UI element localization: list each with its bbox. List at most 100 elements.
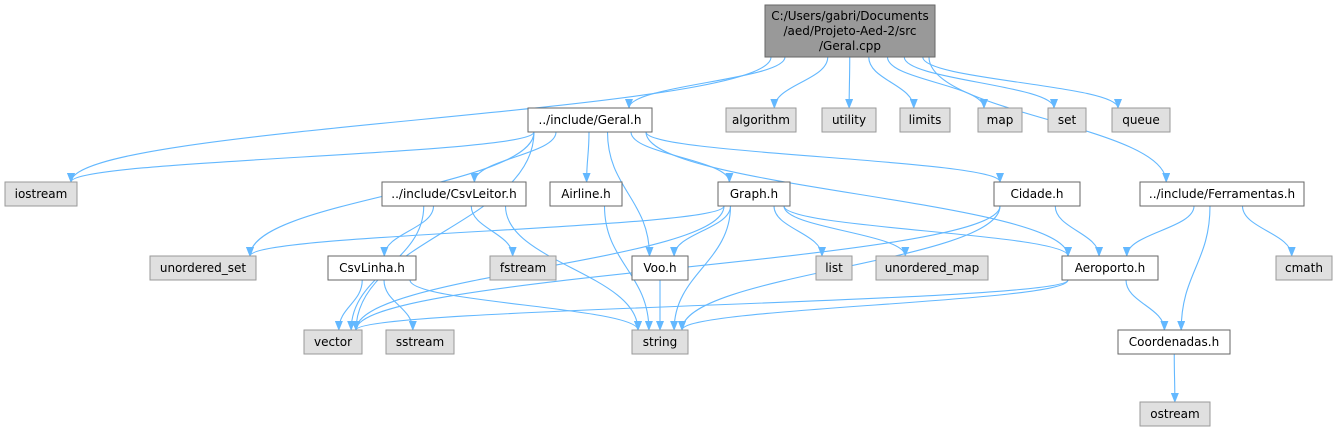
edges-layer <box>67 56 1296 403</box>
node-box-utility <box>821 107 877 133</box>
node-coordenadas_h[interactable]: Coordenadas.h <box>1117 329 1231 355</box>
node-label-algorithm: algorithm <box>732 113 790 127</box>
node-sstream: sstream <box>385 329 455 355</box>
node-csvleitor_h[interactable]: ../include/CsvLeitor.h <box>381 181 527 207</box>
node-label-geral_h: ../include/Geral.h <box>539 113 642 127</box>
nodes-layer: C:/Users/gabri/Documents/aed/Projeto-Aed… <box>4 4 1333 427</box>
node-label-voo_h: Voo.h <box>643 261 676 275</box>
edge-ferramentas_h-to-cmath <box>1241 205 1296 257</box>
edge-csvleitor_h-to-csvlinha_h <box>380 205 435 257</box>
node-airline_h[interactable]: Airline.h <box>549 181 623 207</box>
node-box-queue <box>1111 107 1171 133</box>
node-box-ferramentas_h <box>1139 181 1305 207</box>
edge-geral_cpp-to-algorithm <box>770 56 829 109</box>
node-box-string <box>631 329 689 355</box>
node-voo_h[interactable]: Voo.h <box>631 255 689 281</box>
edge-coordenadas_h-to-ostream <box>1170 353 1179 403</box>
node-box-ostream <box>1139 401 1211 427</box>
node-label-fstream: fstream <box>500 261 546 275</box>
node-box-list <box>815 255 853 281</box>
node-aeroporto_h[interactable]: Aeroporto.h <box>1061 255 1159 281</box>
node-box-algorithm <box>725 107 797 133</box>
node-box-geral_cpp <box>764 4 936 58</box>
edge-geral_h-to-cidade_h <box>645 131 1004 183</box>
node-graph_h[interactable]: Graph.h <box>717 181 791 207</box>
node-box-aeroporto_h <box>1061 255 1159 281</box>
node-label-cmath: cmath <box>1285 261 1323 275</box>
node-box-graph_h <box>717 181 791 207</box>
node-label-geral_cpp: /Geral.cpp <box>819 39 881 53</box>
node-list: list <box>815 255 853 281</box>
edge-geral_h-to-iostream <box>67 131 535 183</box>
node-set: set <box>1047 107 1087 133</box>
edge-geral_cpp-to-map <box>886 56 988 109</box>
node-cidade_h[interactable]: Cidade.h <box>993 181 1081 207</box>
node-algorithm: algorithm <box>725 107 797 133</box>
node-vector: vector <box>303 329 363 355</box>
edge-graph_h-to-unordered_map <box>783 205 910 257</box>
node-unordered_map: unordered_map <box>875 255 989 281</box>
node-fstream: fstream <box>489 255 557 281</box>
node-box-iostream <box>4 181 78 207</box>
node-string: string <box>631 329 689 355</box>
node-label-sstream: sstream <box>396 335 444 349</box>
node-box-csvlinha_h <box>327 255 417 281</box>
node-label-cidade_h: Cidade.h <box>1010 187 1063 201</box>
node-label-queue: queue <box>1122 113 1160 127</box>
node-label-iostream: iostream <box>15 187 68 201</box>
node-label-csvlinha_h: CsvLinha.h <box>339 261 405 275</box>
node-box-unordered_set <box>149 255 257 281</box>
edge-geral_cpp-to-utility <box>845 56 854 109</box>
node-geral_cpp[interactable]: C:/Users/gabri/Documents/aed/Projeto-Aed… <box>764 4 936 58</box>
node-label-ferramentas_h: ../include/Ferramentas.h <box>1149 187 1295 201</box>
edge-graph_h-to-unordered_set <box>246 205 725 257</box>
node-label-list: list <box>825 261 843 275</box>
node-label-unordered_map: unordered_map <box>885 261 980 275</box>
node-label-set: set <box>1058 113 1077 127</box>
node-csvlinha_h[interactable]: CsvLinha.h <box>327 255 417 281</box>
node-label-ostream: ostream <box>1150 407 1199 421</box>
node-geral_h[interactable]: ../include/Geral.h <box>527 107 653 133</box>
node-queue: queue <box>1111 107 1171 133</box>
node-label-geral_cpp: C:/Users/gabri/Documents <box>771 9 928 23</box>
edge-geral_cpp-to-iostream <box>67 56 772 183</box>
node-label-limits: limits <box>909 113 942 127</box>
node-label-airline_h: Airline.h <box>561 187 611 201</box>
edge-geral_h-to-csvleitor_h <box>470 131 557 183</box>
edge-csvlinha_h-to-string <box>409 279 642 331</box>
edge-geral_cpp-to-limits <box>868 56 918 109</box>
node-box-unordered_map <box>875 255 989 281</box>
edge-csvleitor_h-to-string <box>504 205 642 331</box>
edge-geral_h-to-voo_h <box>606 131 654 257</box>
node-box-set <box>1047 107 1087 133</box>
node-limits: limits <box>899 107 951 133</box>
node-cmath: cmath <box>1275 255 1333 281</box>
node-box-vector <box>303 329 363 355</box>
node-box-voo_h <box>631 255 689 281</box>
node-utility: utility <box>821 107 877 133</box>
node-iostream: iostream <box>4 181 78 207</box>
edge-graph_h-to-list <box>773 205 826 257</box>
edge-csvlinha_h-to-vector <box>334 279 363 331</box>
node-box-cmath <box>1275 255 1333 281</box>
edge-geral_h-to-aeroporto_h <box>645 131 1072 257</box>
node-label-string: string <box>643 335 677 349</box>
node-map: map <box>977 107 1023 133</box>
node-box-map <box>977 107 1023 133</box>
edge-geral_h-to-airline_h <box>582 131 591 183</box>
node-label-csvleitor_h: ../include/CsvLeitor.h <box>391 187 516 201</box>
node-box-airline_h <box>549 181 623 207</box>
node-label-vector: vector <box>314 335 352 349</box>
edge-aeroporto_h-to-coordenadas_h <box>1125 279 1169 331</box>
node-box-cidade_h <box>993 181 1081 207</box>
node-ferramentas_h[interactable]: ../include/Ferramentas.h <box>1139 181 1305 207</box>
edge-graph_h-to-string <box>670 205 732 331</box>
node-label-map: map <box>987 113 1014 127</box>
node-box-coordenadas_h <box>1117 329 1231 355</box>
edge-ferramentas_h-to-aeroporto_h <box>1122 205 1195 257</box>
node-ostream: ostream <box>1139 401 1211 427</box>
node-box-geral_h <box>527 107 653 133</box>
edge-cidade_h-to-aeroporto_h <box>1054 205 1104 257</box>
edge-aeroporto_h-to-string <box>678 279 1069 331</box>
